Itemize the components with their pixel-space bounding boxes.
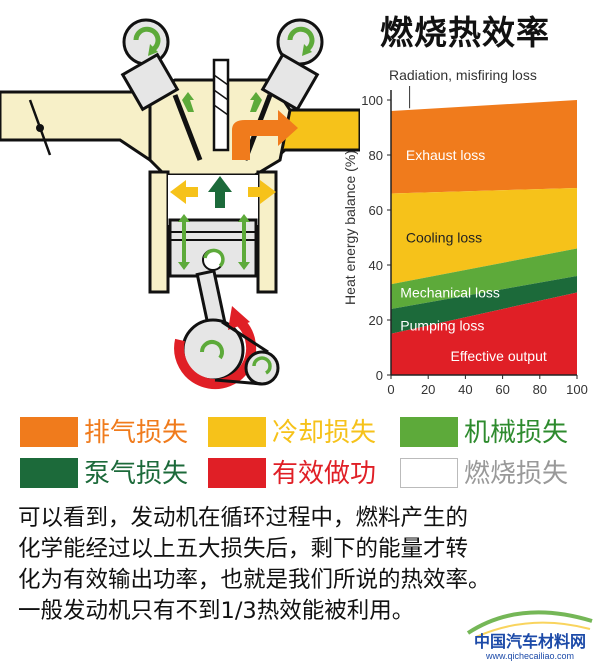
y-tick-label: 80: [369, 148, 383, 163]
band-exhaust-loss: [391, 100, 577, 194]
legend-label: 有效做功: [272, 459, 377, 489]
legend-label: 排气损失: [84, 418, 189, 448]
band-label: Pumping loss: [400, 318, 484, 334]
band-label: Exhaust loss: [406, 147, 485, 163]
legend-swatch: [20, 458, 78, 488]
spark-plug: [212, 58, 230, 152]
legend-label: 冷却损失: [272, 418, 377, 448]
chart-axes: [387, 86, 578, 379]
pumping-arrow: [208, 176, 232, 208]
legend-swatch: [400, 458, 458, 488]
intake-camshaft: [122, 18, 170, 66]
page-title: 燃烧热效率: [380, 13, 550, 52]
x-tick-label: 20: [421, 382, 435, 397]
legend-row-1: 排气损失 冷却损失 机械损失: [0, 413, 600, 457]
y-tick-label: 60: [369, 203, 383, 218]
accessory-pulley: [214, 320, 280, 386]
x-tick-label: 80: [533, 382, 547, 397]
description-line: 化为有效输出功率，也就是我们所说的热效率。: [18, 567, 491, 593]
band-label: Cooling loss: [406, 230, 482, 246]
y-tick-label: 0: [376, 368, 383, 383]
band-label: Effective output: [451, 348, 547, 364]
exhaust-rocker: [260, 52, 320, 112]
y-tick-label: 40: [369, 258, 383, 273]
description-line: 可以看到，发动机在循环过程中，燃料产生的: [18, 505, 469, 531]
legend-swatch: [400, 417, 458, 447]
band-pumping-loss: [391, 276, 577, 334]
y-axis-label: Heat energy balance (%): [342, 150, 358, 305]
legend-label: 机械损失: [464, 418, 569, 448]
description-line: 一般发动机只有不到1/3热效能被利用。: [18, 598, 415, 624]
legend-row-2: 泵气损失 有效做功 燃烧损失: [0, 454, 600, 498]
cooling-arrow-left: [170, 180, 198, 204]
intake-valve: [172, 94, 203, 161]
band-cooling-loss: [391, 188, 577, 285]
x-tick-label: 40: [458, 382, 472, 397]
legend-label: 泵气损失: [84, 459, 189, 489]
legend-swatch: [208, 417, 266, 447]
legend-swatch: [20, 417, 78, 447]
y-tick-label: 100: [361, 93, 383, 108]
exhaust-flow-arrow: [232, 110, 298, 160]
watermark-text: 中国汽车材料网: [474, 632, 586, 651]
x-tick-label: 0: [387, 382, 394, 397]
watermark-url: www.qichecailiao.com: [485, 651, 574, 661]
y-tick-label: 20: [369, 313, 383, 328]
description-line: 化学能经过以上五大损失后，剩下的能量才转: [18, 536, 469, 562]
description-text: 可以看到，发动机在循环过程中，燃料产生的 化学能经过以上五大损失后，剩下的能量才…: [18, 503, 598, 627]
chart-bands: [391, 100, 577, 375]
band-effective-output: [391, 292, 577, 375]
intake-rocker: [120, 52, 180, 112]
watermark-logo: 中国汽车材料网 www.qichecailiao.com: [466, 610, 593, 661]
chart-top-annotation: Radiation, misfiring loss: [389, 67, 537, 83]
legend-swatch: [208, 458, 266, 488]
band-mechanical-loss: [391, 248, 577, 309]
exhaust-camshaft: [276, 18, 324, 66]
legend-label: 燃烧损失: [464, 459, 569, 489]
cooling-arrow-right: [248, 180, 276, 204]
x-tick-label: 100: [566, 382, 588, 397]
engine-cross-section-illustration: [0, 18, 360, 389]
band-label: Mechanical loss: [400, 285, 500, 301]
x-tick-label: 60: [495, 382, 509, 397]
cylinder-wall-left: [148, 170, 170, 294]
